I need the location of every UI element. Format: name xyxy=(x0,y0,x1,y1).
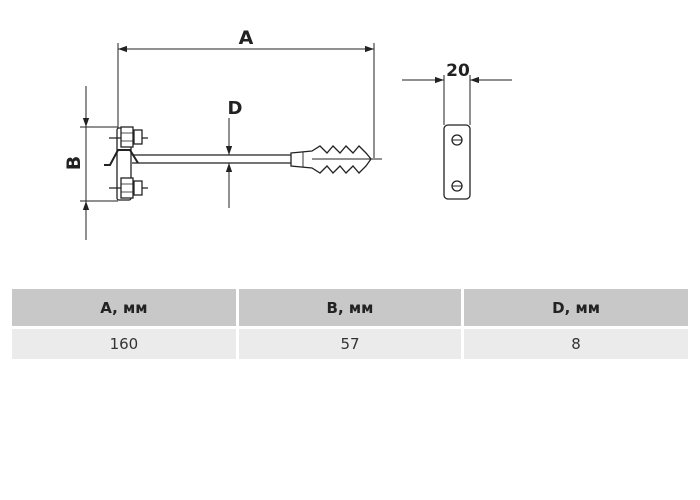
header-b: B, мм xyxy=(237,289,465,328)
dowel xyxy=(290,145,382,174)
dimension-a-label: A xyxy=(239,27,254,49)
technical-drawing: A B D xyxy=(63,27,512,240)
cell-d-value: 8 xyxy=(462,326,688,359)
cell-b-value: 57 xyxy=(237,326,465,359)
table-row: 160 57 8 xyxy=(12,326,688,359)
header-d: D, мм xyxy=(462,289,688,328)
holder-assembly xyxy=(104,126,300,201)
cell-a-value: 160 xyxy=(12,326,239,359)
spec-table: A, мм B, мм D, мм 160 57 8 xyxy=(12,289,688,359)
side-view: 20 xyxy=(402,61,512,200)
dimension-b-label: B xyxy=(63,156,85,170)
dimension-b: B xyxy=(63,86,118,240)
width-dimension-label: 20 xyxy=(446,61,470,81)
table-header-row: A, мм B, мм D, мм xyxy=(12,289,688,328)
dimension-d: D xyxy=(222,98,242,208)
dimension-d-label: D xyxy=(228,98,243,119)
dimension-a: A xyxy=(117,27,375,158)
header-a: A, мм xyxy=(12,289,239,328)
